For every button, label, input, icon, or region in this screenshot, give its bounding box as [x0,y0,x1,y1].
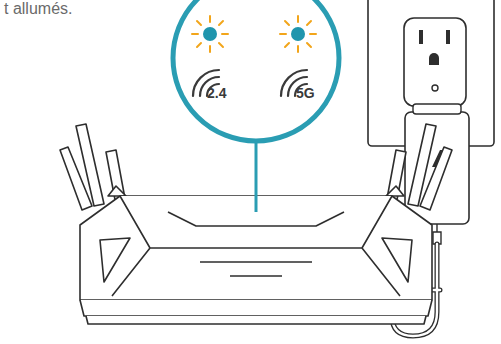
leader-line [255,141,258,212]
cable-boot [433,224,441,244]
callout-circle [173,0,339,141]
router-body [80,196,432,324]
outlet-slot [419,30,423,44]
outlet-ground [429,53,439,65]
led-5g [280,16,316,52]
power-adapter [405,112,469,224]
outlet-slot [446,30,450,44]
adapter-top [413,104,461,114]
band-label: 5G [296,86,315,100]
band-label: 2.4 [207,86,226,100]
outlet-screw [432,85,438,91]
outlet-face [404,18,466,106]
caption-text: t allumés. [4,1,72,17]
led-2-4 [192,16,228,52]
